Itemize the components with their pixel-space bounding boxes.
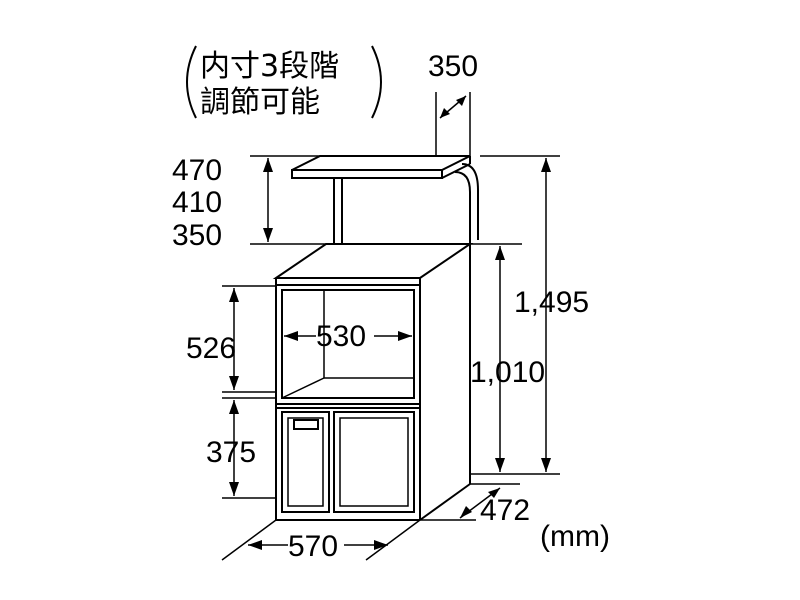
shelf-right-post — [454, 171, 471, 244]
unit-label: (mm) — [540, 520, 610, 553]
label-opening-height: 526 — [186, 332, 236, 365]
shelf-front-edge — [291, 169, 443, 179]
label-cabinet-height: 1,010 — [470, 356, 545, 389]
label-width: 570 — [288, 530, 338, 563]
dim-opening-width: 530 — [284, 320, 412, 353]
dim-width: 570 — [221, 519, 421, 563]
shelf-left-post — [333, 177, 343, 245]
label-opening-width: 530 — [316, 320, 366, 353]
dim-lower-height: 375 — [206, 397, 276, 499]
dim-shelf-heights: 470 410 350 — [172, 154, 326, 252]
note-line-2: 調節可能 — [200, 85, 320, 120]
dim-total-height: 1,495 — [470, 155, 589, 475]
dim-shelf-depth: 350 — [428, 50, 478, 156]
upper-shelf — [291, 155, 479, 245]
cabinet-body — [272, 243, 474, 521]
right-door — [333, 411, 415, 513]
dim-depth: 472 — [420, 483, 530, 527]
dim-cabinet-height: 1,010 — [470, 243, 545, 472]
note-right-paren — [371, 45, 382, 119]
adjustable-note: 内寸3段階 調節可能 — [186, 45, 382, 120]
label-depth: 472 — [480, 494, 530, 527]
dim-opening-height: 526 — [186, 285, 276, 393]
label-shelf-depth: 350 — [428, 50, 478, 83]
label-shelf-height-1: 470 — [172, 154, 222, 187]
shelf-top-surface — [291, 155, 471, 171]
label-lower-height: 375 — [206, 436, 256, 469]
label-shelf-height-3: 350 — [172, 219, 222, 252]
cabinet-top — [272, 243, 474, 279]
door-handle — [293, 419, 319, 430]
left-door — [281, 411, 330, 513]
label-total-height: 1,495 — [514, 286, 589, 319]
note-line-1: 内寸3段階 — [200, 49, 339, 84]
note-left-paren — [186, 45, 197, 119]
label-shelf-height-2: 410 — [172, 186, 222, 219]
